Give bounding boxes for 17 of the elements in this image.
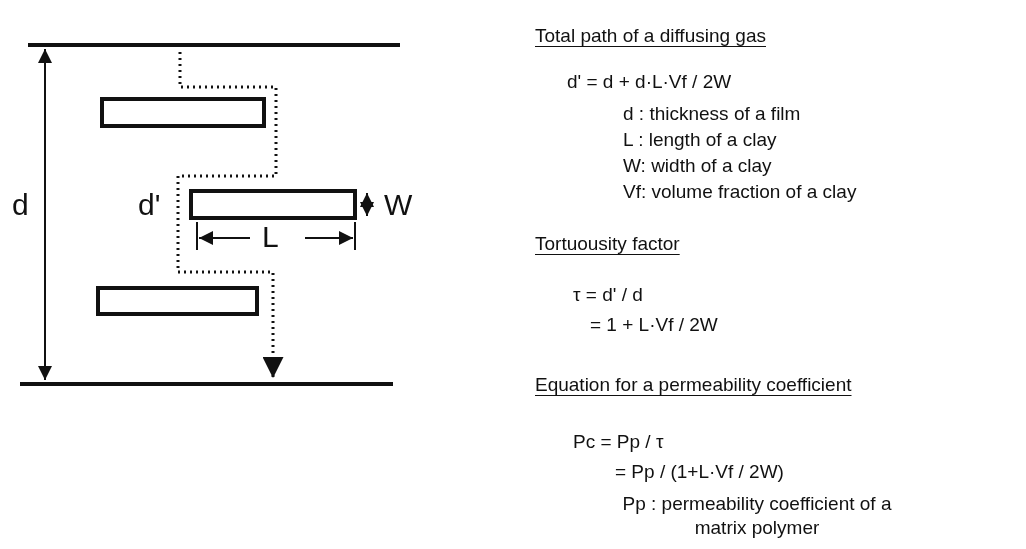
section-heading: Equation for a permeability coefficient (535, 373, 852, 397)
equation-text: = 1 + L·Vf / 2W (590, 313, 718, 337)
definition-text: Pp : permeability coefficient of a matrix polymer (622, 492, 892, 540)
variable-label: W (384, 188, 413, 222)
variable-label: d' (138, 188, 161, 222)
definition-text: Vf: volume fraction of a clay (623, 180, 857, 204)
definition-text: L : length of a clay (623, 128, 777, 152)
variable-label: L (262, 220, 279, 254)
variable-label: d (12, 188, 29, 222)
equation-text: Pc = Pp / τ (573, 430, 664, 454)
equation-text: d' = d + d·L·Vf / 2W (567, 70, 732, 94)
definition-text: W: width of a clay (623, 154, 772, 178)
section-heading: Total path of a diffusing gas (535, 24, 766, 48)
definition-text: d : thickness of a film (623, 102, 801, 126)
equation-text: τ = d' / d (573, 283, 643, 307)
section-heading: Tortuousity factor (535, 232, 680, 256)
equation-text: = Pp / (1+L·Vf / 2W) (615, 460, 784, 484)
